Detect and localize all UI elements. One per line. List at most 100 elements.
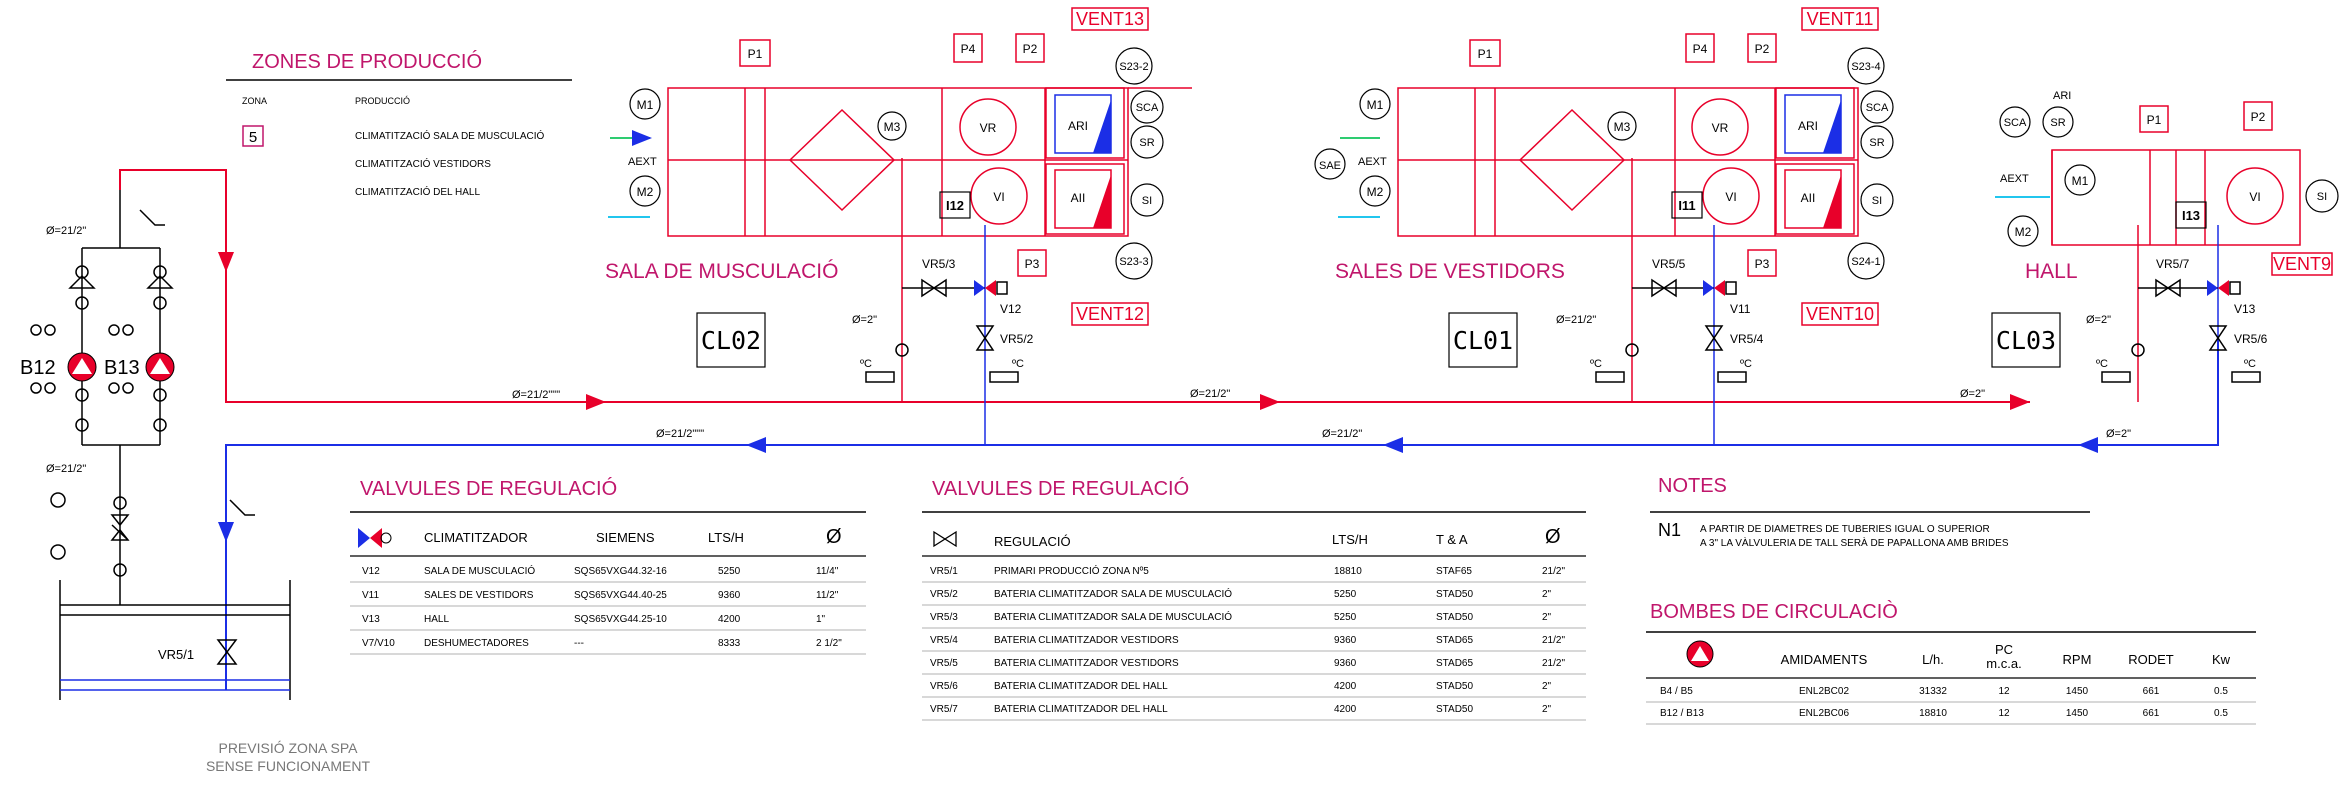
table-cell: 0.5 bbox=[2214, 686, 2228, 697]
table-cell: 2" bbox=[1542, 704, 1552, 715]
table-cell: 11/2" bbox=[816, 590, 839, 601]
damper-aii: AII bbox=[1071, 191, 1086, 205]
table-cell: 21/2" bbox=[1542, 566, 1565, 577]
table-cell: STAD65 bbox=[1436, 658, 1473, 669]
table-title: VALVULES DE REGULACIÓ bbox=[932, 477, 1189, 500]
air-label: AEXT bbox=[1358, 156, 1387, 168]
table-cell: VR5/6 bbox=[930, 681, 958, 692]
table-cell: 1450 bbox=[2066, 708, 2089, 719]
table-cell: SALES DE VESTIDORS bbox=[424, 590, 534, 601]
table-header: Ø bbox=[1545, 526, 1561, 548]
valve-symbol-icon bbox=[358, 528, 392, 548]
table-cell: 12 bbox=[1998, 686, 2010, 697]
unit-tag: CL03 bbox=[1996, 326, 2056, 355]
zones-legend: ZONES DE PRODUCCIÓ ZONA PRODUCCIÓ 5 CLIM… bbox=[226, 50, 572, 198]
heat-exchanger: I12 bbox=[946, 198, 964, 213]
table-cell: BATERIA CLIMATITZADOR SALA DE MUSCULACIÓ bbox=[994, 587, 1232, 600]
motor-m2: M2 bbox=[637, 185, 654, 199]
temp-gauge: ºC bbox=[1012, 358, 1024, 370]
air-label: AEXT bbox=[628, 156, 657, 168]
damper-ari: ARI bbox=[1068, 119, 1088, 133]
valve-label: V12 bbox=[1000, 302, 1022, 316]
table-cell: 0.5 bbox=[2214, 708, 2228, 719]
fan-vi: VI bbox=[2249, 190, 2260, 204]
sensor-sca: SCA bbox=[2004, 117, 2027, 129]
sensor-label: S23-4 bbox=[1851, 61, 1880, 73]
sensor-sr: SR bbox=[1869, 137, 1884, 149]
ahu-hall bbox=[2051, 101, 2301, 246]
sensor-label: S23-2 bbox=[1119, 61, 1148, 73]
table-header: L/h. bbox=[1922, 652, 1944, 667]
table-header: AMIDAMENTS bbox=[1781, 652, 1868, 667]
table-cell: 2" bbox=[1542, 612, 1552, 623]
table-title: BOMBES DE CIRCULACIÒ bbox=[1650, 600, 1898, 623]
table-cell: ENL2BC02 bbox=[1799, 686, 1849, 697]
spa-tank bbox=[59, 580, 291, 700]
ahu-sensors bbox=[629, 47, 1164, 280]
table-cell: PRIMARI PRODUCCIÓ ZONA Nº5 bbox=[994, 564, 1149, 577]
table-cell: 2" bbox=[1542, 681, 1552, 692]
ahu-sensors bbox=[1314, 47, 1894, 280]
table-cell: 661 bbox=[2143, 708, 2160, 719]
sensor-label: S23-3 bbox=[1119, 256, 1148, 268]
valve-label: V11 bbox=[1730, 302, 1751, 316]
table-cell: 1450 bbox=[2066, 686, 2089, 697]
table-cell: SALA DE MUSCULACIÓ bbox=[424, 564, 535, 577]
table-header: SIEMENS bbox=[596, 530, 655, 545]
valve-label: VR5/2 bbox=[1000, 332, 1034, 346]
valve-label: VR5/7 bbox=[2156, 257, 2190, 271]
table-cell: SQS65VXG44.25-10 bbox=[574, 614, 667, 625]
probe-p2: P2 bbox=[1023, 42, 1038, 56]
pump-b12 bbox=[67, 352, 97, 382]
vent-tag: VENT11 bbox=[1807, 9, 1874, 29]
motor-m3: M3 bbox=[884, 120, 901, 134]
pipe-diameter-label: Ø=21/2""" bbox=[656, 428, 704, 440]
butterfly-valve-icon bbox=[933, 530, 957, 548]
sensor-label: S24-1 bbox=[1851, 256, 1880, 268]
heat-exchanger: I11 bbox=[1678, 198, 1695, 213]
table-cell: 8333 bbox=[718, 638, 741, 649]
table-cell: 18810 bbox=[1919, 708, 1947, 719]
table-cell: STAD50 bbox=[1436, 612, 1473, 623]
zone-item: CLIMATITZACIÓ VESTIDORS bbox=[355, 157, 491, 170]
coil-piping bbox=[865, 158, 1019, 445]
table-cell: STAD50 bbox=[1436, 681, 1473, 692]
vent-tag: VENT10 bbox=[1806, 304, 1874, 324]
unit-label: SALA DE MUSCULACIÓ bbox=[605, 260, 838, 283]
motor-m2: M2 bbox=[1367, 185, 1384, 199]
motor-m1: M1 bbox=[2072, 174, 2089, 188]
sensor-si: SI bbox=[1872, 195, 1882, 207]
damper-ari: ARI bbox=[1798, 119, 1818, 133]
fan-vi: VI bbox=[1725, 190, 1736, 204]
sensor-sae: SAE bbox=[1319, 160, 1341, 172]
table-cell: VR5/5 bbox=[930, 658, 958, 669]
pipe-diameter-label: Ø=21/2" bbox=[46, 463, 86, 475]
valve-label: VR5/1 bbox=[158, 647, 194, 662]
pump-label: B12 bbox=[20, 357, 56, 379]
note-text: A 3" LA VÀLVULERIA DE TALL SERÀ DE PAPAL… bbox=[1700, 536, 2009, 549]
pump-group bbox=[30, 190, 255, 605]
spa-note: PREVISIÓ ZONA SPA bbox=[218, 740, 358, 756]
coil-piping bbox=[2101, 225, 2261, 402]
temp-gauge: ºC bbox=[1740, 358, 1752, 370]
pipe-diameter-label: Ø=2" bbox=[852, 314, 877, 326]
table-header: Kw bbox=[2212, 652, 2231, 667]
probe-p1: P1 bbox=[748, 47, 763, 61]
ahu-musculacio bbox=[667, 33, 1192, 277]
table-cell: V13 bbox=[362, 614, 380, 625]
supply-pipe bbox=[119, 169, 2030, 410]
vent-tag: VENT13 bbox=[1076, 9, 1144, 29]
fan-vi: VI bbox=[993, 190, 1004, 204]
zone-item: CLIMATITZACIÓ DEL HALL bbox=[355, 185, 480, 198]
table-cell: HALL bbox=[424, 614, 449, 625]
table-cell: 5250 bbox=[1334, 612, 1357, 623]
zones-col-produccio: PRODUCCIÓ bbox=[355, 96, 410, 106]
fan-vr: VR bbox=[1712, 121, 1729, 135]
table-cell: 9360 bbox=[1334, 635, 1357, 646]
table-cell: 4200 bbox=[1334, 704, 1357, 715]
damper-aii: AII bbox=[1801, 191, 1816, 205]
probe-p4: P4 bbox=[1693, 42, 1708, 56]
table-cell: SQS65VXG44.32-16 bbox=[574, 566, 667, 577]
unit-tag: CL01 bbox=[1453, 326, 1513, 355]
